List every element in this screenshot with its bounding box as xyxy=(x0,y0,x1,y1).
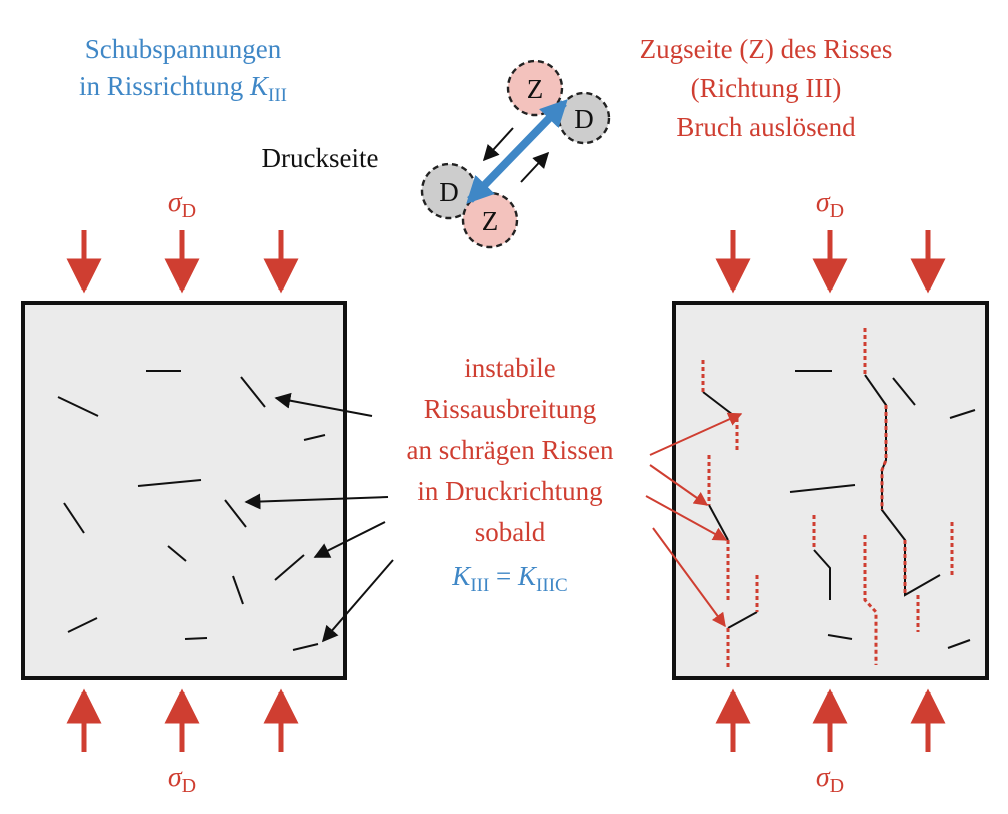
microcrack xyxy=(892,377,916,406)
center-line-4: in Druckrichtung xyxy=(417,476,602,506)
microcrack xyxy=(303,434,326,441)
sigma-label-top-left: σD xyxy=(168,187,196,222)
left-microcracks xyxy=(57,370,326,651)
wing-crack-c xyxy=(726,575,759,668)
left-specimen xyxy=(21,301,347,680)
pointer-arrow xyxy=(652,527,726,628)
node-label-z-top: Z xyxy=(527,74,544,104)
left-specimen-body xyxy=(21,301,347,680)
pointer-arrow xyxy=(274,392,373,417)
sigma-label-bottom-left: σD xyxy=(168,762,196,797)
sigma-label-bottom-right: σD xyxy=(816,762,844,797)
microcrack xyxy=(292,643,319,651)
microcrack xyxy=(827,634,853,640)
center-line-2: Rissausbreitung xyxy=(424,394,597,424)
microcrack xyxy=(224,499,247,528)
pointer-arrow xyxy=(645,495,728,541)
right-microcracks xyxy=(789,370,976,649)
pointer-arrow xyxy=(244,493,389,510)
right-pointer-arrows xyxy=(645,412,743,628)
shear-arrow-left xyxy=(482,127,514,162)
microcrack xyxy=(184,637,208,640)
microcrack xyxy=(949,409,976,419)
right-specimen xyxy=(672,301,989,680)
tension-side-title: Zugseite (Z) des Risses xyxy=(640,34,893,64)
shear-stress-label: Schubspannungen xyxy=(85,34,282,64)
shear-arrow-right xyxy=(520,151,550,183)
fracture-triggering-label: Bruch auslösend xyxy=(676,112,856,142)
propagated-cracks xyxy=(701,328,954,668)
load-arrows-right xyxy=(715,230,946,752)
microcrack xyxy=(789,484,856,493)
microcrack xyxy=(63,502,85,534)
center-line-3: an schrägen Rissen xyxy=(407,435,614,465)
compression-node-top xyxy=(557,91,611,145)
compression-side-label: Druckseite xyxy=(262,143,379,173)
crack-direction-label: in Rissrichtung KIII xyxy=(79,71,287,106)
microcrack xyxy=(167,545,187,562)
shear-double-arrow xyxy=(466,99,568,204)
microcrack xyxy=(137,479,202,487)
pointer-arrow xyxy=(313,521,386,558)
pointer-arrow xyxy=(321,559,394,643)
shear-schematic: Z D D Z xyxy=(420,59,611,249)
microcrack xyxy=(232,575,244,605)
center-line-1: instabile xyxy=(464,353,555,383)
microcrack xyxy=(947,639,971,649)
microcrack xyxy=(57,396,99,417)
node-label-d-top: D xyxy=(574,104,594,134)
wing-crack-f xyxy=(863,535,878,665)
right-specimen-body xyxy=(672,301,989,680)
center-line-5: sobald xyxy=(475,517,546,547)
node-label-d-bottom: D xyxy=(439,177,459,207)
sigma-label-top-right: σD xyxy=(816,187,844,222)
pointer-arrow xyxy=(649,464,709,506)
pointer-arrow xyxy=(649,412,743,456)
direction-iii-label: (Richtung III) xyxy=(691,73,842,103)
center-annotation: instabile Rissausbreitung an schrägen Ri… xyxy=(407,353,614,596)
node-label-z-bottom: Z xyxy=(482,206,499,236)
tension-node-bottom xyxy=(461,191,519,249)
left-pointer-arrows xyxy=(244,392,394,643)
microcrack xyxy=(240,376,266,408)
microcrack xyxy=(274,554,305,581)
microcrack xyxy=(67,617,98,633)
load-arrows-left xyxy=(66,230,299,752)
wing-crack-e xyxy=(812,515,831,600)
critical-condition-equation: KIII = KIIIC xyxy=(451,561,567,596)
wing-crack-d xyxy=(863,328,954,632)
